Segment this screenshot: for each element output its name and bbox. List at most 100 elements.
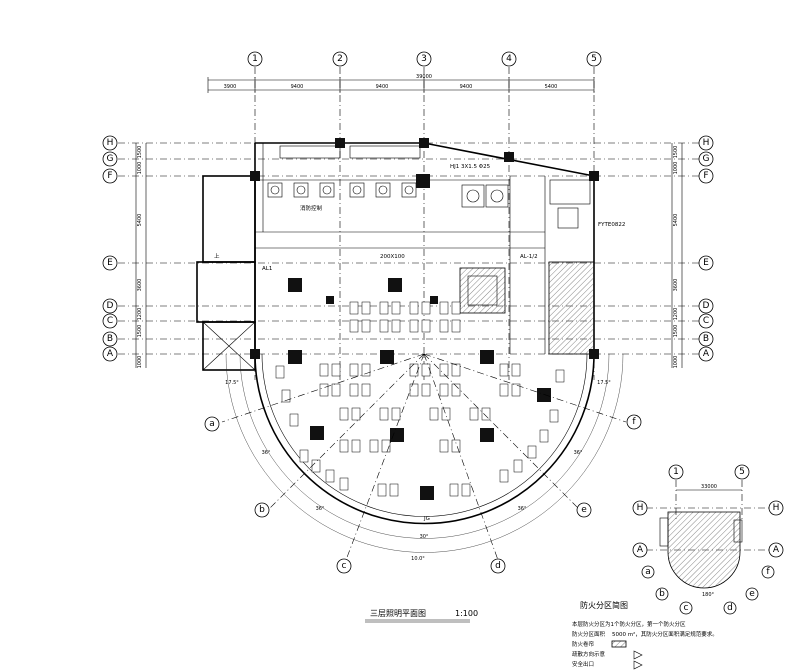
svg-text:5400: 5400 bbox=[137, 214, 143, 227]
stair-up-label: 上 bbox=[214, 252, 220, 260]
axis-left-A: A bbox=[107, 349, 114, 359]
legend-hatch-swatch bbox=[611, 640, 627, 648]
top-dim-3: 9400 bbox=[376, 84, 389, 90]
axis-right-F: F bbox=[703, 171, 708, 181]
legend-area-label: 防火分区面积 bbox=[572, 630, 606, 638]
equipment-label: AL-1/2 bbox=[520, 254, 538, 260]
svg-text:36°: 36° bbox=[574, 450, 583, 456]
axis-right-D: D bbox=[703, 301, 710, 311]
room-annotations: 200X100 上 HJ1 3X1.5 Φ25 AL1 AL-1/2 FYTE0… bbox=[214, 164, 625, 522]
svg-text:1000: 1000 bbox=[673, 356, 679, 369]
axis-right-G: G bbox=[703, 154, 710, 164]
key-axis-H-left: H bbox=[637, 503, 644, 513]
key-top-dim: 33000 bbox=[701, 484, 717, 490]
svg-text:d: d bbox=[727, 603, 733, 613]
vertical-note: 消防控制 bbox=[300, 204, 323, 212]
legend-row5: 安全出口 bbox=[572, 660, 594, 668]
legend-note1: 本层防火分区为1个防火分区，第一个防火分区 bbox=[572, 620, 686, 628]
vertical-grid-axes: 1 2 3 4 5 bbox=[247, 51, 602, 380]
key-axis-5: 5 bbox=[739, 467, 745, 477]
grid-label-5: 5 bbox=[591, 54, 597, 64]
key-axis-A-right: A bbox=[773, 545, 780, 555]
top-note: HJ1 3X1.5 Φ25 bbox=[450, 164, 491, 170]
fire-note: FYTE0822 bbox=[598, 222, 625, 228]
stair-core bbox=[202, 175, 256, 263]
legend-area-value: 5000 m²，其防火分区面积满足规范要求。 bbox=[612, 630, 718, 638]
grid-bubble-1 bbox=[247, 51, 263, 67]
svg-text:1500: 1500 bbox=[137, 325, 143, 338]
svg-text:5400: 5400 bbox=[673, 214, 679, 227]
light-fixtures bbox=[250, 138, 599, 359]
svg-text:1200: 1200 bbox=[673, 308, 679, 321]
grid-label-2: 2 bbox=[337, 54, 343, 64]
svg-text:1500: 1500 bbox=[673, 146, 679, 159]
svg-text:c: c bbox=[684, 603, 689, 613]
axis-left-H: H bbox=[107, 138, 114, 148]
top-dim-2: 9400 bbox=[291, 84, 304, 90]
arc-axis-e: e bbox=[581, 505, 587, 515]
hatched-shaft-center bbox=[459, 267, 506, 314]
key-fire-compartment bbox=[667, 511, 741, 589]
arc-axis-f: f bbox=[632, 417, 636, 427]
svg-text:e: e bbox=[749, 589, 755, 599]
axis-right-E: E bbox=[703, 258, 709, 268]
axis-left-C: C bbox=[107, 316, 113, 326]
svg-text:1500: 1500 bbox=[673, 325, 679, 338]
evacuation-arrow-icon bbox=[633, 650, 643, 660]
axis-right-A: A bbox=[703, 349, 710, 359]
svg-text:1000: 1000 bbox=[137, 356, 143, 369]
svg-text:36°: 36° bbox=[518, 506, 527, 512]
exit-arrow-icon bbox=[633, 660, 643, 670]
top-dim-5: 5400 bbox=[545, 84, 558, 90]
kitchen-equipment bbox=[267, 145, 591, 229]
axis-left-F: F bbox=[107, 171, 112, 181]
key-axis-A-left: A bbox=[637, 545, 644, 555]
key-plan: 1 5 H H A A 33000 a b c d e f 180° bbox=[632, 464, 784, 615]
legend-row3: 防火卷帘 bbox=[572, 640, 595, 648]
svg-text:180°: 180° bbox=[702, 592, 715, 598]
axis-left-E: E bbox=[107, 258, 113, 268]
grid-bubble-2 bbox=[332, 51, 348, 67]
panel-label: AL1 bbox=[262, 266, 272, 272]
axis-left-D: D bbox=[107, 301, 114, 311]
axis-right-H: H bbox=[703, 138, 710, 148]
svg-text:10.0°: 10.0° bbox=[411, 556, 425, 562]
svg-text:17.5°: 17.5° bbox=[225, 380, 239, 386]
axis-right-C: C bbox=[703, 316, 709, 326]
top-dim-1: 3900 bbox=[224, 84, 237, 90]
svg-text:17.5°: 17.5° bbox=[597, 380, 611, 386]
arc-axis-b: b bbox=[259, 505, 265, 515]
grid-label-1: 1 bbox=[252, 54, 258, 64]
plan-scale: 1:100 bbox=[455, 609, 478, 618]
ceiling-lights bbox=[288, 278, 551, 500]
elevator-shaft bbox=[202, 321, 256, 371]
grid-bubble-4 bbox=[501, 51, 517, 67]
hatched-shaft-right bbox=[548, 261, 595, 355]
hall-width-label: 200X100 bbox=[380, 254, 405, 260]
svg-text:1000: 1000 bbox=[673, 162, 679, 175]
svg-text:a: a bbox=[645, 567, 651, 577]
key-axis-1: 1 bbox=[673, 467, 679, 477]
legend-block: 防火分区简图 本层防火分区为1个防火分区，第一个防火分区 防火分区面积 5000… bbox=[572, 600, 718, 670]
legend-row4: 疏散方向示意 bbox=[572, 650, 606, 658]
radial-axes: a b c d e f 17.5° 17.5° 36° 36° 36° 36° … bbox=[204, 353, 642, 574]
arc-axis-c: c bbox=[342, 561, 347, 571]
key-axis-H-right: H bbox=[773, 503, 780, 513]
left-dimension-chain: 1500 1000 5400 3600 1200 1500 1000 bbox=[135, 143, 147, 369]
grid-bubble-3 bbox=[416, 51, 432, 67]
svg-text:3600: 3600 bbox=[673, 279, 679, 292]
svg-text:36°: 36° bbox=[262, 450, 271, 456]
right-dimension-chain: 1500 1000 5400 3600 1200 1500 1000 bbox=[671, 143, 683, 369]
svg-text:1500: 1500 bbox=[137, 146, 143, 159]
axis-left-B: B bbox=[107, 334, 113, 344]
plan-caption: 三层照明平面图 1:100 bbox=[365, 609, 478, 623]
top-dimensions: 39000 3900 9400 9400 9400 5400 bbox=[207, 74, 595, 93]
arc-axis-a: a bbox=[209, 419, 215, 429]
axis-right-B: B bbox=[703, 334, 709, 344]
horizontal-grid-axes: H G F E D C B A H G F E D C B A bbox=[102, 135, 714, 362]
grid-label-4: 4 bbox=[506, 54, 512, 64]
column-mark: JG bbox=[423, 516, 430, 522]
plan-title: 三层照明平面图 bbox=[370, 609, 426, 618]
arc-axis-d: d bbox=[495, 561, 501, 571]
